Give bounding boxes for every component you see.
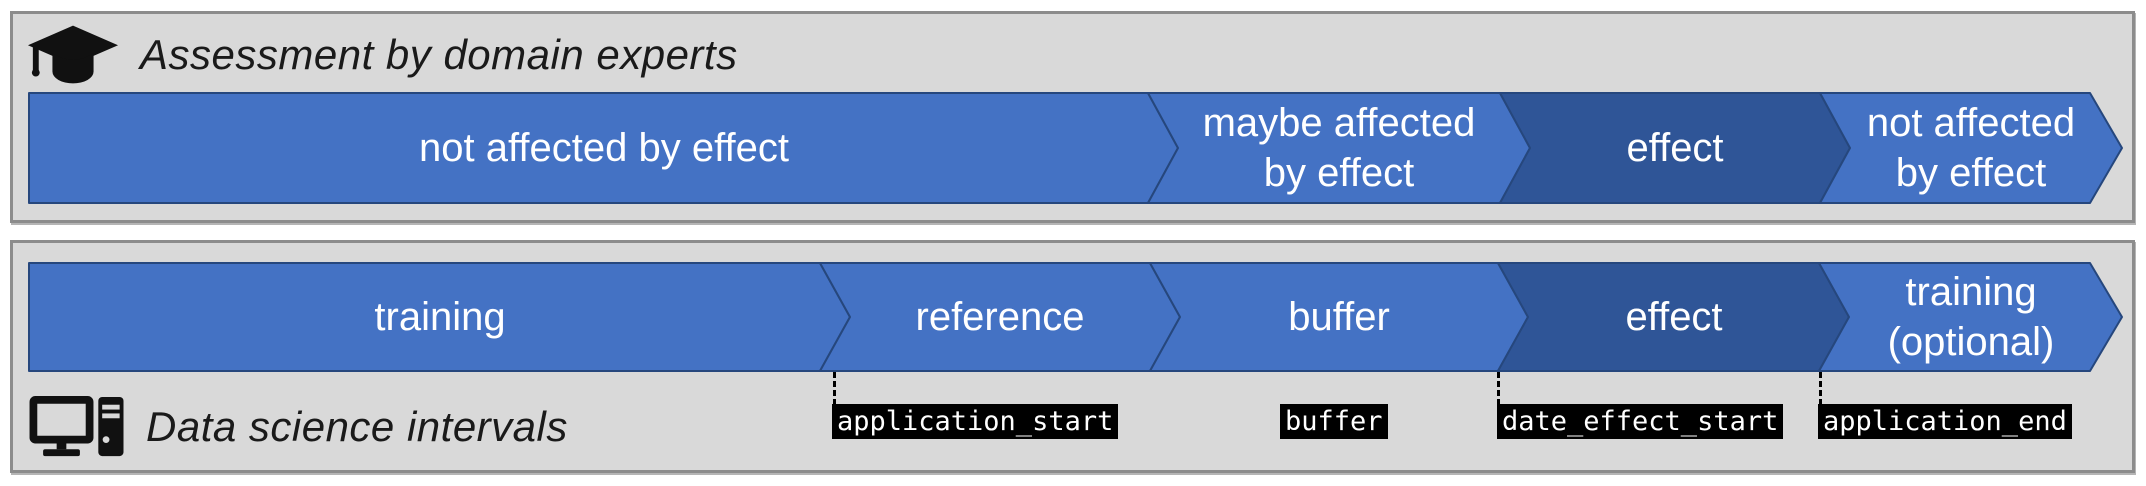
segment-label: (optional): [1888, 320, 2055, 364]
tick-label-application-end: application_end: [1818, 404, 2072, 439]
segment-not-affected-2: [1819, 92, 2123, 204]
dashed-connector-application-end: [1819, 372, 1822, 405]
segment-label: by effect: [1264, 151, 1414, 195]
experts-timeline: not affected by effect maybe affected by…: [28, 92, 2123, 204]
segment-training-optional: [1818, 262, 2123, 372]
segment-label: by effect: [1896, 151, 2046, 195]
dashed-connector-date-effect-start: [1497, 372, 1500, 405]
computer-icon: [29, 396, 124, 457]
segment-label: effect: [1625, 295, 1722, 339]
datasci-panel-title: Data science intervals: [146, 403, 568, 450]
experts-panel-header: Assessment by domain experts: [26, 22, 738, 88]
experts-panel-title: Assessment by domain experts: [140, 31, 738, 78]
segment-label: effect: [1626, 126, 1723, 170]
experts-panel: Assessment by domain experts not affecte…: [10, 11, 2135, 223]
tick-label-application-start: application_start: [832, 404, 1119, 439]
dashed-connector-application-start: [833, 372, 836, 405]
segment-label: not affected by effect: [419, 126, 789, 170]
segment-label: not affected: [1867, 101, 2075, 145]
tick-label-date-effect-start: date_effect_start: [1497, 404, 1784, 439]
segment-label: buffer: [1288, 295, 1390, 339]
segment-label: maybe affected: [1203, 101, 1476, 145]
datasci-panel: training reference buffer effect trainin…: [10, 240, 2135, 473]
datasci-timeline: training reference buffer effect trainin…: [28, 262, 2123, 372]
segment-label: training: [374, 295, 505, 339]
graduation-cap-icon: [27, 25, 119, 84]
datasci-panel-footer: Data science intervals: [28, 395, 568, 459]
segment-label: reference: [916, 295, 1085, 339]
segment-label: training: [1905, 270, 2036, 314]
tick-label-buffer: buffer: [1280, 404, 1388, 439]
